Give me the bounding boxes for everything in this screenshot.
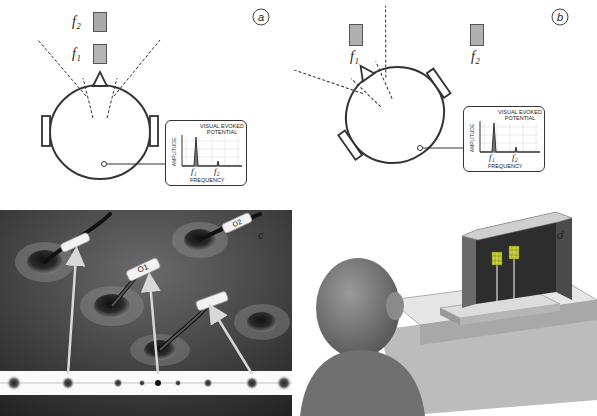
plot-title: VISUAL EVOKED POTENTIAL (200, 123, 244, 135)
stimulus-label: f₂ (471, 49, 480, 65)
frequency-label: f₂ (214, 166, 220, 176)
plot-box: VISUAL EVOKED POTENTIAL AMPLITUDE FREQUENC… (165, 120, 247, 186)
electrode-tag: O1 (136, 263, 149, 275)
stimulus-label: f₁ (72, 46, 81, 62)
plot-box: VISUAL EVOKED POTENTIAL AMPLITUDE FREQUENC… (463, 106, 545, 172)
stimulus-box: f₁ (93, 44, 107, 64)
stimulus-label: f₂ (72, 14, 81, 30)
panel-letter: b (557, 12, 563, 23)
stimulus-box: f₂ (93, 12, 107, 32)
panel-letter: c (258, 230, 264, 241)
frequency-label: f₂ (512, 152, 518, 162)
stimulus-box: f₂ (470, 24, 484, 46)
axis-label: AMPLITUDE (171, 138, 177, 167)
electrode-tag: O2 (231, 218, 242, 228)
axis-label: AMPLITUDE (469, 124, 475, 153)
stimulus-box: f₁ (349, 24, 363, 46)
plot-title: VISUAL EVOKED POTENTIAL (498, 109, 542, 121)
stimulus-label: f₁ (350, 49, 359, 65)
frequency-label: f₁ (489, 152, 495, 162)
axis-label: FREQUENCY (488, 163, 523, 169)
panel-letter: d (557, 230, 563, 241)
frequency-label: f₁ (191, 166, 197, 176)
axis-label: FREQUENCY (190, 177, 225, 183)
panel-letter: a (258, 12, 264, 23)
